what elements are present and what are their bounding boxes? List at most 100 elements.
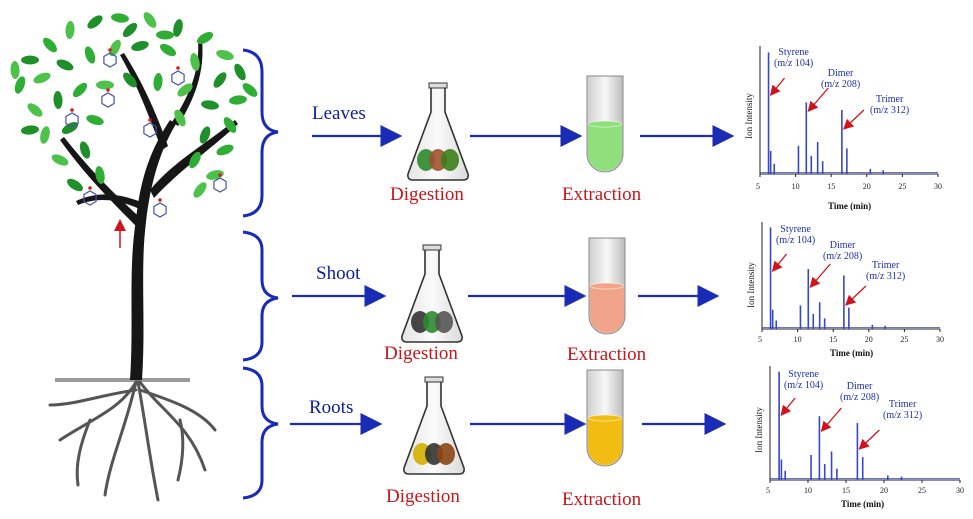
- step-extraction-shoot: Extraction: [567, 344, 647, 365]
- tree-leaves: [10, 12, 258, 198]
- leaf: [43, 37, 57, 53]
- step-extraction-roots: Extraction: [562, 489, 642, 510]
- leaf: [10, 61, 20, 79]
- molecule: [65, 112, 79, 128]
- leaf: [109, 39, 121, 57]
- step-extraction-leaves: Extraction: [562, 184, 642, 205]
- leaf: [189, 151, 201, 169]
- leaf: [53, 91, 63, 109]
- chrom-ylabel: Ion Intensity: [753, 407, 764, 453]
- leaf: [79, 141, 91, 159]
- leaf: [216, 144, 234, 156]
- molecule: [153, 202, 167, 218]
- molecule-atom: [158, 198, 162, 202]
- leaf: [21, 125, 39, 135]
- leaf: [84, 46, 96, 64]
- leaf: [206, 170, 224, 180]
- chrom-tick-label: 15: [827, 182, 836, 191]
- chrom-xlabel: Time (min): [828, 201, 872, 211]
- chrom-tick-label: 25: [918, 486, 926, 495]
- flask-rim: [424, 376, 444, 383]
- bracket-leaves: [242, 48, 279, 218]
- leaf: [193, 182, 207, 198]
- leaf: [86, 114, 104, 126]
- peak-annotation-arrow: [809, 263, 831, 288]
- step-digestion-shoot: Digestion: [384, 343, 458, 364]
- leaf: [174, 109, 186, 127]
- leaf: [72, 82, 88, 98]
- chrom-tick-label: 30: [936, 335, 944, 344]
- molecule: [103, 52, 117, 68]
- molecule-atom: [176, 66, 180, 70]
- chrom-tick-label: 5: [756, 182, 760, 191]
- leaf: [201, 100, 219, 110]
- peak-label-dimer: Dimer(m/z 208): [823, 240, 863, 262]
- leaf: [21, 55, 39, 65]
- sample-material: [441, 149, 459, 171]
- chrom-ylabel: Ion Intensity: [745, 262, 756, 308]
- leaf: [242, 83, 258, 97]
- peak-label-styrene: Styrene(m/z 104): [774, 47, 814, 69]
- tree-branch: [120, 53, 168, 150]
- leaf: [190, 53, 200, 71]
- molecule-atom: [88, 186, 92, 190]
- row-label-roots: Roots: [309, 397, 354, 418]
- chrom-tick-label: 20: [864, 335, 873, 344]
- liquid-surface: [587, 120, 623, 128]
- peak-label-trimer: Trimer(m/z 312): [883, 399, 923, 421]
- chrom-tick-label: 30: [934, 182, 942, 191]
- chrom-xlabel: Time (min): [841, 499, 885, 509]
- leaf: [213, 72, 227, 88]
- flask-rim: [428, 82, 448, 89]
- chromatogram-panel: [759, 46, 939, 177]
- bracket-shoot: [242, 230, 279, 362]
- chrom-tick-label: 25: [898, 182, 907, 191]
- chrom-tick-label: 15: [842, 486, 850, 495]
- chrom-tick-label: 25: [900, 335, 909, 344]
- molecule: [213, 177, 227, 193]
- molecule: [143, 122, 157, 138]
- leaf: [56, 59, 74, 71]
- leaf: [153, 73, 163, 91]
- leaf: [216, 50, 234, 60]
- peak-label-styrene: Styrene(m/z 104): [776, 224, 816, 246]
- leaf: [95, 166, 105, 184]
- peak-annotation-arrow: [807, 87, 829, 112]
- peak-annotation-arrow: [842, 109, 865, 130]
- tree-branch: [76, 194, 146, 210]
- tree-trunk: [130, 120, 176, 380]
- sample-material: [437, 443, 455, 465]
- chrom-tick-label: 5: [766, 486, 770, 495]
- chrom-tick-label: 30: [956, 486, 964, 495]
- peak-label-dimer: Dimer(m/z 208): [821, 68, 861, 90]
- leaf: [229, 95, 247, 105]
- leaf: [156, 30, 174, 40]
- extract-liquid: [590, 286, 624, 333]
- chromatogram-panel: [769, 366, 961, 483]
- chrom-tick-label: 15: [829, 335, 838, 344]
- peak-label-trimer: Trimer(m/z 312): [866, 260, 906, 282]
- peak-annotation-arrow: [820, 407, 842, 432]
- chrom-tick-label: 10: [791, 182, 800, 191]
- molecule: [83, 190, 97, 206]
- leaf: [199, 126, 211, 144]
- leaf: [123, 72, 137, 88]
- peak-annotation-arrow: [771, 253, 788, 273]
- leaf: [27, 103, 43, 117]
- leaf: [131, 41, 149, 51]
- bracket-roots: [242, 366, 279, 500]
- flask-rim: [422, 244, 442, 251]
- leaf: [67, 178, 83, 192]
- molecule: [101, 92, 115, 108]
- leaf: [87, 15, 103, 29]
- peak-label-dimer: Dimer(m/z 208): [840, 381, 880, 403]
- leaf: [96, 80, 114, 90]
- group-brackets: [242, 48, 279, 500]
- peak-label-styrene: Styrene(m/z 104): [784, 369, 824, 391]
- leaf: [111, 13, 129, 23]
- leaf: [223, 117, 237, 133]
- leaf: [14, 76, 26, 94]
- leaf: [40, 126, 50, 144]
- peak-label-trimer: Trimer(m/z 312): [870, 94, 910, 116]
